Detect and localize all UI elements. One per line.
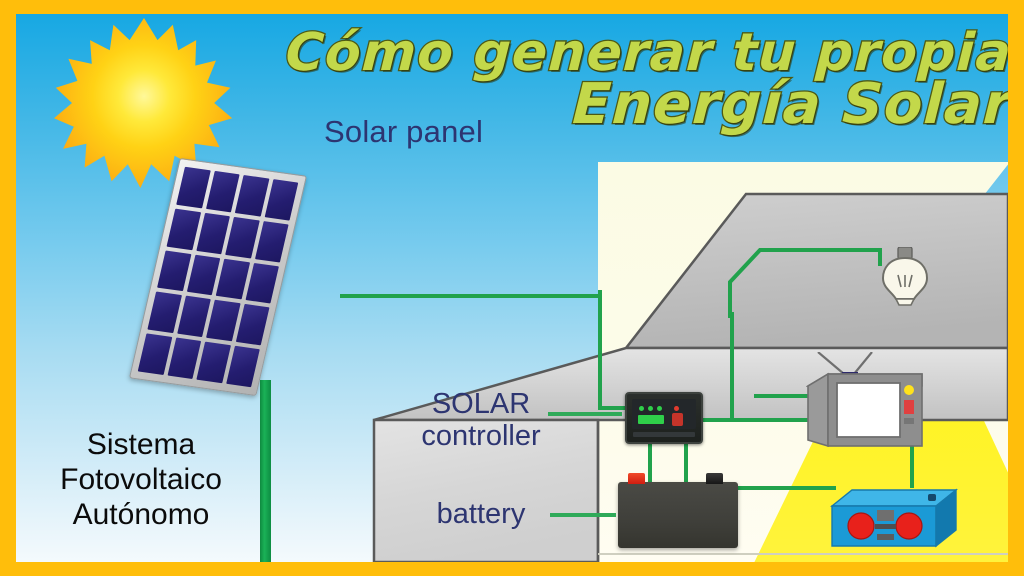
label-solar-controller: SOLAR controller	[406, 388, 556, 453]
solar-cell	[166, 208, 201, 250]
solar-cell	[244, 262, 280, 304]
solar-cell	[196, 341, 231, 384]
label-solar-controller-line1: SOLAR	[431, 388, 531, 420]
solar-cell	[264, 179, 299, 221]
solar-cell	[167, 337, 202, 380]
solar-panel-assembly	[128, 157, 394, 562]
solar-cell	[234, 174, 269, 217]
wire-bulb-branch-down	[730, 312, 734, 418]
controller-led-green	[648, 406, 653, 411]
wire-bus-to-radio	[728, 486, 836, 490]
wire-tv-drop	[910, 446, 914, 488]
solar-cell	[205, 300, 241, 342]
wire-tv-feed	[754, 394, 810, 398]
leader-line-controller	[548, 412, 622, 416]
wire-controller-branch	[684, 442, 688, 484]
solar-panel-pole	[260, 380, 271, 562]
label-battery-text: battery	[436, 498, 526, 530]
controller-indicator-red	[672, 413, 683, 426]
house-cutaway: SOLAR controller battery	[354, 162, 1008, 562]
solar-cell	[215, 258, 250, 300]
label-battery: battery	[406, 498, 556, 530]
controller-led-red	[674, 406, 679, 411]
wire-to-controller	[598, 406, 628, 410]
wire-roof-drop-left	[598, 290, 602, 410]
light-bulb-icon	[881, 247, 929, 306]
solar-cell	[137, 333, 172, 375]
label-solar-controller-line2: controller	[421, 420, 541, 453]
solar-panel	[128, 157, 308, 397]
label-solar-panel-text: Solar panel	[324, 114, 484, 149]
caption-line-2: Fotovoltaico	[60, 463, 222, 497]
solar-cell	[254, 220, 289, 263]
controller-led-green	[639, 406, 644, 411]
label-solar-panel: Solar panel	[324, 114, 483, 150]
leader-line-battery	[550, 513, 616, 517]
solar-cell	[176, 295, 211, 338]
television-device	[806, 352, 923, 447]
solar-cell	[195, 212, 231, 254]
illustration-scene: SOLAR controller battery Solar panel Sis…	[16, 14, 1008, 562]
wire-to-bulb	[728, 248, 882, 318]
solar-cell	[225, 345, 260, 388]
solar-cell	[176, 166, 211, 209]
caption-line-1: Sistema	[86, 428, 196, 461]
solar-cell	[205, 170, 240, 213]
solar-cell	[235, 304, 270, 346]
controller-led-green	[657, 406, 662, 411]
wire-bus-horizontal	[684, 418, 814, 422]
controller-brand-strip	[633, 432, 695, 437]
solar-controller-device	[625, 392, 703, 444]
caption-line-3: Autónomo	[72, 498, 210, 532]
house-front-wall	[372, 418, 600, 562]
solar-cell	[147, 291, 182, 334]
solar-cell	[225, 216, 260, 259]
solar-cell	[186, 254, 221, 296]
battery-positive-terminal	[628, 473, 645, 484]
caption-sistema-fotovoltaico: Sistema Fotovoltaico Autónomo	[36, 427, 246, 532]
controller-screen	[632, 399, 696, 429]
controller-battery-glyph	[638, 415, 664, 424]
poster-title-line-1: Cómo generar tu propia	[283, 22, 1008, 85]
radio-device	[830, 488, 958, 548]
wire-controller-to-battery	[648, 442, 652, 484]
solar-cell	[156, 250, 192, 292]
battery-negative-terminal	[706, 473, 723, 484]
battery-device	[618, 473, 738, 548]
